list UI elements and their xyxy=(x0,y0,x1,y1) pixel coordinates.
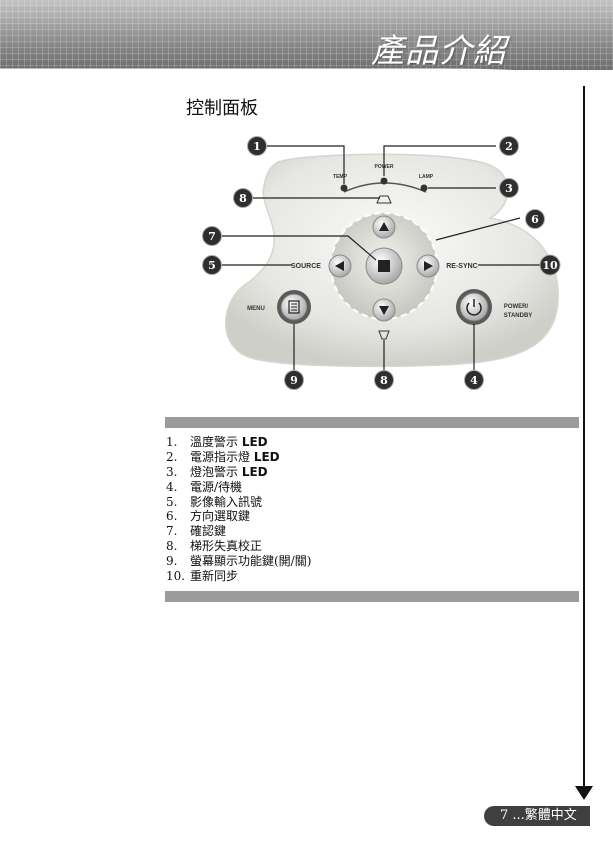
page-number-badge xyxy=(484,806,590,826)
callout-9: 9 xyxy=(290,374,298,387)
list-item: 7.確認鍵 xyxy=(166,524,227,539)
callout-1: 1 xyxy=(253,140,261,153)
callout-8-top: 8 xyxy=(239,192,247,205)
callout-10: 10 xyxy=(542,259,558,272)
temp-label: TEMP xyxy=(333,174,348,180)
callout-4: 4 xyxy=(470,374,478,387)
temp-led-icon xyxy=(340,184,348,192)
left-arrow-icon xyxy=(335,261,344,271)
page-header xyxy=(0,0,613,70)
section-title: 控制面板 xyxy=(186,98,258,119)
callout-8-bottom: 8 xyxy=(380,374,388,387)
source-label: SOURCE xyxy=(291,263,321,270)
list-item: 6.方向選取鍵 xyxy=(166,509,251,524)
keystone-bottom-icon xyxy=(378,330,390,340)
legend-list: 1.溫度警示 LED 2.電源指示燈 LED 3.燈泡警示 LED 4.電源/待… xyxy=(166,435,311,584)
list-item: 5.影像輸入訊號 xyxy=(166,494,263,509)
callouts: 1 2 3 8 6 7 5 10 9 8 4 xyxy=(202,136,561,390)
menu-icon xyxy=(288,300,300,314)
list-item: 10.重新同步 xyxy=(166,569,239,584)
list-item: 9.螢幕顯示功能鍵(開/關) xyxy=(166,554,312,569)
keystone-top-icon xyxy=(376,195,392,204)
down-arrow-icon xyxy=(379,306,389,315)
divider-bar-top xyxy=(165,417,579,428)
callout-7: 7 xyxy=(208,230,216,243)
list-item: 4.電源/待機 xyxy=(166,479,243,494)
list-item: 2.電源指示燈 LED xyxy=(166,449,280,464)
divider-bar-bottom xyxy=(165,591,579,602)
page-title: 產品介紹 xyxy=(371,31,507,70)
header-curve xyxy=(0,68,613,88)
page-number: 7 ...繁體中文 xyxy=(500,808,577,823)
callout-2: 2 xyxy=(505,140,513,153)
list-item: 1.溫度警示 LED xyxy=(166,435,268,449)
lamp-led-icon xyxy=(420,184,428,192)
arrow-down-icon xyxy=(575,786,593,800)
resync-label: RE-SYNC xyxy=(446,263,478,270)
callout-5: 5 xyxy=(208,259,216,272)
list-item: 3.燈泡警示 LED xyxy=(166,464,268,479)
power-standby-label-1: POWER/ xyxy=(504,304,529,310)
lamp-label: LAMP xyxy=(419,174,434,180)
list-item: 8.梯形失真校正 xyxy=(166,539,263,554)
callout-6: 6 xyxy=(531,213,539,226)
side-rule xyxy=(583,86,585,786)
leader-lines xyxy=(222,145,540,370)
power-led-icon xyxy=(380,177,388,185)
callout-3: 3 xyxy=(505,182,513,195)
power-icon xyxy=(466,302,482,316)
stop-square-icon xyxy=(378,260,390,272)
menu-label: MENU xyxy=(247,306,265,312)
up-arrow-icon xyxy=(379,222,389,231)
power-standby-label-2: STANDBY xyxy=(504,313,533,319)
right-arrow-icon xyxy=(424,261,433,271)
control-panel-diagram: TEMP POWER LAMP SOURCE RE-SYNC MENU POWE… xyxy=(202,136,561,390)
